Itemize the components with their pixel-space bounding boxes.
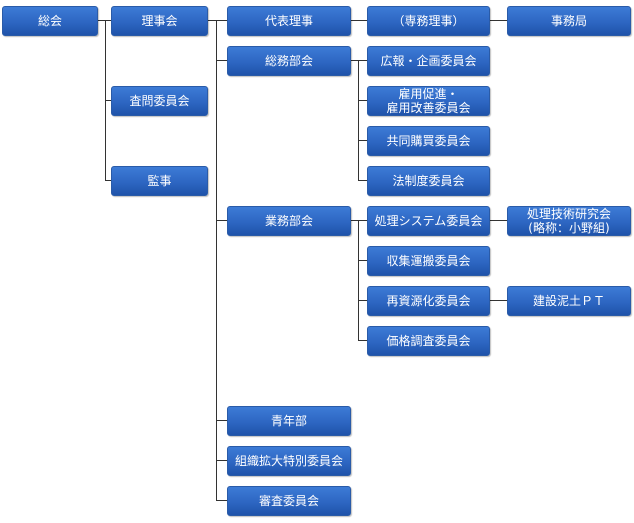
node-shori-gijutsu[interactable]: 処理技術研究会 (略称：小野組) <box>507 206 631 236</box>
node-kakaku-chousa[interactable]: 価格調査委員会 <box>367 326 490 356</box>
node-somubukai[interactable]: 総務部会 <box>227 46 351 76</box>
node-rijikai[interactable]: 理事会 <box>111 6 208 36</box>
node-shinsa-iinkai[interactable]: 審査委員会 <box>227 486 351 516</box>
node-kouhou-kikaku[interactable]: 広報・企画委員会 <box>367 46 490 76</box>
node-koyou[interactable]: 雇用促進・ 雇用改善委員会 <box>367 86 490 116</box>
node-shori-system[interactable]: 処理システム委員会 <box>367 206 490 236</box>
node-shushu-unpan[interactable]: 収集運搬委員会 <box>367 246 490 276</box>
node-kensetsu-deido[interactable]: 建設泥土ＰＴ <box>507 286 631 316</box>
node-satei-iinkai[interactable]: 査問委員会 <box>111 86 208 116</box>
node-soukai[interactable]: 総会 <box>2 6 98 36</box>
node-senmu-riji[interactable]: （専務理事） <box>367 6 490 36</box>
node-jimukyoku[interactable]: 事務局 <box>507 6 631 36</box>
node-kanji[interactable]: 監事 <box>111 166 208 196</box>
node-saishigenka[interactable]: 再資源化委員会 <box>367 286 490 316</box>
node-daihyo-riji[interactable]: 代表理事 <box>227 6 351 36</box>
node-gyomubukai[interactable]: 業務部会 <box>227 206 351 236</box>
node-seinenbu[interactable]: 青年部 <box>227 406 351 436</box>
node-houseido[interactable]: 法制度委員会 <box>367 166 490 196</box>
node-soshiki-kakudai[interactable]: 組織拡大特別委員会 <box>227 446 351 476</box>
node-kyoudou-koubai[interactable]: 共同購買委員会 <box>367 126 490 156</box>
